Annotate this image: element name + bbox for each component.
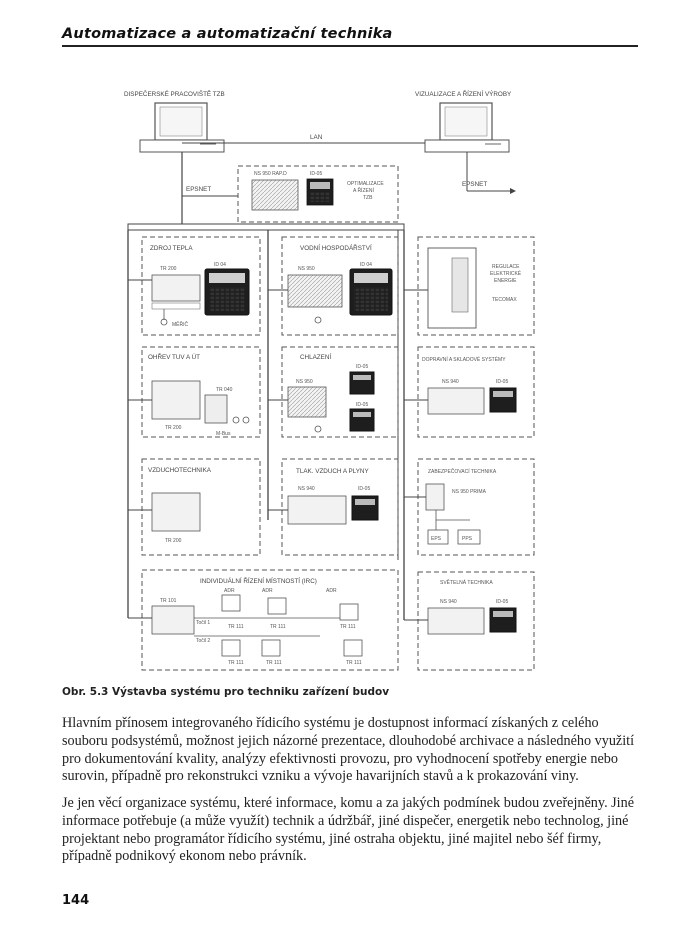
ns950prima-label: NS 950 PRIMA (452, 489, 487, 495)
rooms-label: INDIVIDUÁLNÍ ŘÍZENÍ MÍSTNOSTÍ (IRC) (200, 576, 317, 585)
tr111-label-4: TR 111 (228, 660, 244, 666)
visualization-label: VIZUALIZACE A ŘÍZENÍ VÝROBY (415, 89, 512, 98)
id05-b-label: ID-05 (356, 402, 368, 408)
id04-a-label: ID 04 (214, 262, 226, 268)
ns950rapid-unit (251, 179, 299, 211)
optimization-line2: A ŘÍZENÍ (353, 186, 374, 194)
heat-source-box: ZDROJ TEPLA TR 200 ID 04 MĚŘIČ (141, 236, 261, 336)
lighting-box: SVĚTELNÁ TECHNIKA NS 940 ID-05 (417, 571, 535, 671)
heat-source-label: ZDROJ TEPLA (150, 245, 193, 252)
ns940-b-label: NS 940 (298, 486, 315, 492)
regulation-line1: REGULACE (492, 264, 520, 270)
running-header: Automatizace a automatizační technika (62, 26, 393, 42)
optimization-line1: OPTIMALIZACE (347, 181, 384, 187)
tr111-label-2: TR 111 (270, 624, 286, 630)
id05-e-label: ID-05 (496, 599, 508, 605)
system-diagram: DISPEČERSKÉ PRACOVIŠTĚ TZB VIZUALIZACE A… (124, 89, 535, 671)
pps-label: PPS (462, 536, 473, 542)
tr111-label-6: TR 111 (346, 660, 362, 666)
security-label: ZABEZPEČOVACÍ TECHNIKA (428, 468, 497, 475)
id05-c-label: ID-05 (496, 379, 508, 385)
paragraph-1: Hlavním přínosem integrovaného řídicího … (62, 715, 635, 785)
main-bus (127, 223, 405, 231)
dispatch-label: DISPEČERSKÉ PRACOVIŠTĚ TZB (124, 89, 225, 98)
ns940-c-label: NS 940 (440, 599, 457, 605)
epsnet-right-label: EPSNET (462, 181, 487, 188)
adr-label-2: ADR (262, 588, 273, 594)
eps-label: EPS (431, 536, 442, 542)
regulation-line3: ENERGIE (494, 278, 517, 284)
tr111-label-3: TR 111 (340, 624, 356, 630)
air-label: VZDUCHOTECHNIKA (148, 467, 212, 474)
id05-a-label: ID-05 (356, 364, 368, 370)
optimization-box (237, 165, 399, 223)
lighting-label: SVĚTELNÁ TECHNIKA (440, 578, 493, 586)
transport-label: DOPRAVNÍ A SKLADOVÉ SYSTÉMY (422, 356, 506, 363)
hot-water-box: OHŘEV TUV A ÚT TR 200 TR 040 M-Bus (141, 346, 261, 438)
paragraph-2: Je jen věcí organizace systému, které in… (62, 795, 635, 865)
adr-label-3: ADR (326, 588, 337, 594)
ns950-b-label: NS 950 (296, 379, 313, 385)
room-control-box: INDIVIDUÁLNÍ ŘÍZENÍ MÍSTNOSTÍ (IRC) TR 1… (141, 569, 399, 671)
tr101-label: TR 101 (160, 598, 177, 604)
water-box: VODNÍ HOSPODÁŘSTVÍ NS 950 ID 04 (281, 236, 399, 336)
security-box: ZABEZPEČOVACÍ TECHNIKA NS 950 PRIMA EPS … (417, 458, 535, 556)
tr111-label-5: TR 111 (266, 660, 282, 666)
ns940-a-label: NS 940 (442, 379, 459, 385)
ns950rapid-label: NS 950 RAP.D (254, 171, 287, 177)
cooling-box: CHLAZENÍ NS 950 ID-05 ID-05 (281, 346, 399, 438)
epsnet-left-label: EPSNET (186, 186, 211, 193)
header-rule (62, 45, 638, 47)
pressure-label: TLAK. VZDUCH A PLYNY (296, 468, 369, 475)
tr200-a-label: TR 200 (160, 266, 177, 272)
tr200-b-label: TR 200 (165, 425, 182, 431)
id04-b-label: ID 04 (360, 262, 372, 268)
tr111-label-1: TR 111 (228, 624, 244, 630)
pressure-box: TLAK. VZDUCH A PLYNY NS 940 ID-05 (281, 458, 399, 556)
id05-d-label: ID-05 (358, 486, 370, 492)
figure-caption: Obr. 5.3 Výstavba systému pro techniku z… (62, 686, 390, 698)
cooling-label: CHLAZENÍ (300, 352, 331, 361)
tecomax-label: TECOMAX (492, 297, 517, 303)
mbus-label: M-Bus (216, 431, 231, 437)
adr-label-1: ADR (224, 588, 235, 594)
visualization-workstation: VIZUALIZACE A ŘÍZENÍ VÝROBY (415, 89, 512, 153)
water-label: VODNÍ HOSPODÁŘSTVÍ (300, 243, 372, 252)
tocil2-label: Točil 2 (196, 638, 210, 644)
hot-water-label: OHŘEV TUV A ÚT (148, 352, 200, 361)
regulation-line2: ELEKTRICKÉ (490, 270, 522, 277)
lan-label: LAN (310, 134, 323, 141)
regulation-box: REGULACE ELEKTRICKÉ ENERGIE TECOMAX (417, 236, 535, 336)
id05-top-label: ID-05 (310, 171, 322, 177)
air-box: VZDUCHOTECHNIKA TR 200 (141, 458, 261, 556)
page-number: 144 (62, 893, 90, 908)
tr200-c-label: TR 200 (165, 538, 182, 544)
tocil1-label: Točil 1 (196, 620, 210, 626)
meric-label: MĚŘIČ (172, 320, 189, 328)
optimization-line3: TZB (363, 195, 373, 201)
transport-box: DOPRAVNÍ A SKLADOVÉ SYSTÉMY NS 940 ID-05 (417, 346, 535, 438)
tr040-label: TR 040 (216, 387, 233, 393)
ns950-a-label: NS 950 (298, 266, 315, 272)
